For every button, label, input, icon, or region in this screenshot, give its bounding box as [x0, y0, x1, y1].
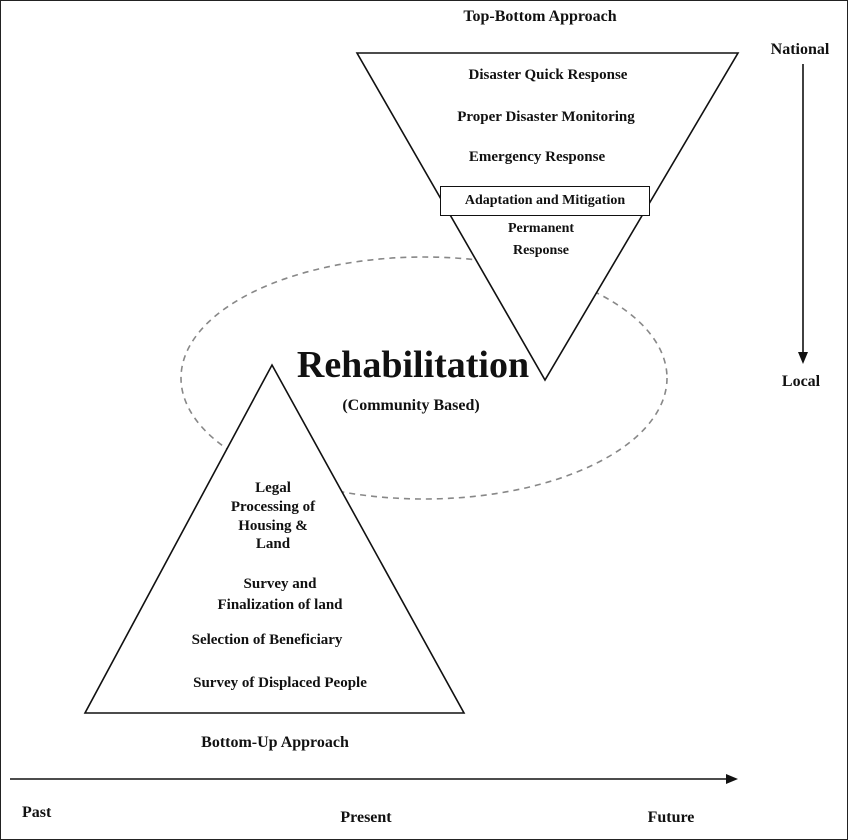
- adaptation-mitigation-box: Adaptation and Mitigation: [440, 186, 650, 216]
- timeline-present-label: Present: [340, 809, 392, 826]
- timeline-arrowhead: [726, 774, 738, 784]
- bottom-up-approach-title: Bottom-Up Approach: [201, 734, 349, 751]
- survey-line-1: Survey and: [243, 576, 317, 592]
- top-bottom-triangle: [355, 52, 740, 382]
- timeline-past-label: Past: [22, 804, 52, 821]
- bottom-up-triangle: [83, 363, 466, 714]
- survey-line-2: Finalization of land: [217, 596, 343, 613]
- local-label: Local: [781, 373, 821, 390]
- rehabilitation-title: Rehabilitation: [296, 344, 530, 386]
- bottom-item-survey-displaced: Survey of Displaced People: [193, 675, 367, 691]
- top-item-disaster-monitoring: Proper Disaster Monitoring: [457, 109, 635, 125]
- legal-line-4: Land: [255, 536, 291, 553]
- community-ellipse: [180, 256, 668, 500]
- permanent-line-2: Response: [512, 242, 569, 258]
- legal-line-3: Housing &: [238, 517, 308, 534]
- national-label: National: [770, 41, 830, 58]
- permanent-line-1: Permanent: [507, 221, 575, 236]
- legal-line-1: Legal: [255, 480, 291, 496]
- top-bottom-approach-title: Top-Bottom Approach: [463, 8, 617, 25]
- national-local-arrowhead: [798, 352, 808, 364]
- timeline-future-label: Future: [647, 809, 695, 826]
- bottom-item-survey-finalization: Survey and Finalization of land: [217, 575, 342, 615]
- bottom-item-selection-beneficiary: Selection of Beneficiary: [191, 632, 343, 648]
- top-item-quick-response: Disaster Quick Response: [468, 67, 628, 83]
- bottom-item-legal-processing: Legal Processing of Housing & Land: [231, 479, 315, 554]
- top-item-permanent-response: Permanent Response: [508, 220, 574, 259]
- rehabilitation-subtitle: (Community Based): [342, 397, 480, 414]
- top-item-emergency-response: Emergency Response: [468, 149, 606, 165]
- legal-line-2: Processing of: [230, 498, 316, 515]
